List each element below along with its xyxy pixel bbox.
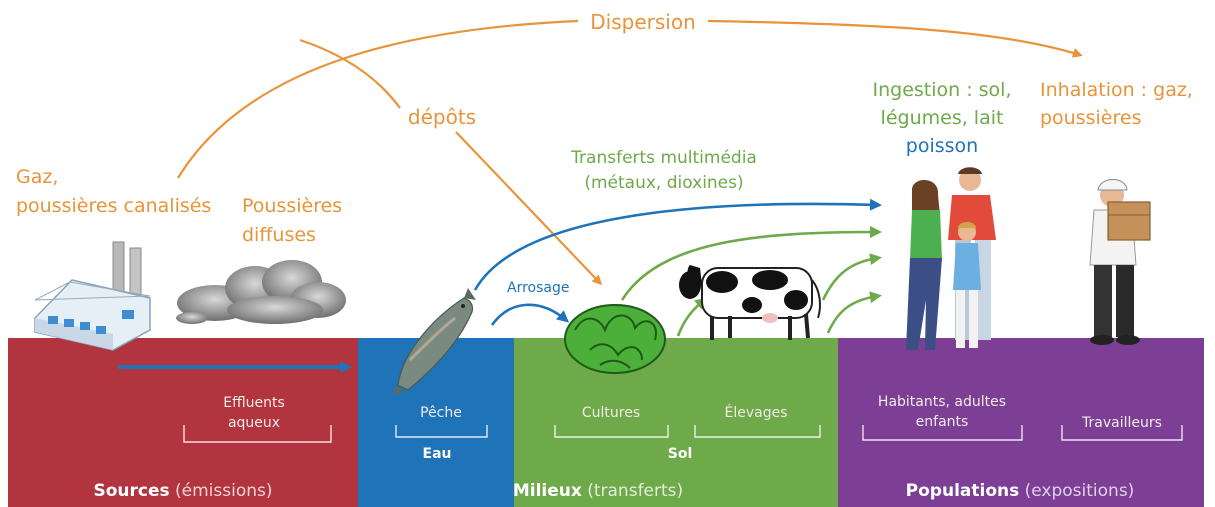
sol-label: Sol <box>668 446 693 462</box>
transferts-label-2: (métaux, dioxines) <box>584 173 743 193</box>
sol-band <box>514 338 838 507</box>
populations-title: Populations (expositions) <box>906 481 1135 501</box>
fish-icon <box>392 288 476 394</box>
dispersion-arc <box>177 19 579 179</box>
habitants-label-1: Habitants, adultes <box>878 394 1006 410</box>
eau-band <box>358 338 514 507</box>
lettuce-icon <box>564 304 666 374</box>
depots-arrow <box>455 131 603 286</box>
sources-title: Sources (émissions) <box>93 481 272 501</box>
ingestion-label-3: poisson <box>906 135 978 157</box>
arrosage-label: Arrosage <box>507 280 569 296</box>
green-flow-to-cow <box>676 297 708 337</box>
ingestion-label-1: Ingestion : sol, <box>872 79 1011 101</box>
arrosage-arrow <box>490 303 570 326</box>
depots-curve <box>299 38 401 109</box>
effluents-label-2: aqueux <box>228 415 280 431</box>
effluents-label-1: Effluents <box>223 395 285 411</box>
travailleurs-label: Travailleurs <box>1081 415 1162 431</box>
brackets <box>183 425 1183 443</box>
eau-label: Eau <box>423 446 452 462</box>
cow-icon <box>679 265 821 340</box>
cultures-label: Cultures <box>582 405 640 421</box>
green-flow-1 <box>620 226 882 301</box>
peche-label: Pêche <box>420 405 462 421</box>
dispersion-arrow <box>707 19 1083 58</box>
dispersion-label: Dispersion <box>590 10 696 34</box>
gaz-label-1: Gaz, <box>16 166 58 188</box>
elevages-label: Élevages <box>724 404 787 421</box>
populations-band <box>838 338 1204 507</box>
poussieres-label-1: Poussières <box>242 195 342 217</box>
inhalation-label-2: poussières <box>1040 107 1141 129</box>
habitants-label-2: enfants <box>916 414 969 430</box>
depots-label: dépôts <box>408 105 476 129</box>
family-icon <box>906 167 996 350</box>
green-flow-2 <box>821 253 882 301</box>
blue-flow-to-populations <box>473 198 882 291</box>
transferts-label-1: Transferts multimédia <box>570 148 757 168</box>
factory-icon <box>34 241 151 351</box>
inhalation-label-1: Inhalation : gaz, <box>1040 79 1193 101</box>
milieux-title: Milieux (transferts) <box>513 481 683 501</box>
ingestion-label-2: légumes, lait <box>881 107 1004 129</box>
gaz-label-2: poussières canalisés <box>16 195 211 217</box>
worker-icon <box>1089 179 1151 345</box>
poussieres-label-2: diffuses <box>242 224 316 246</box>
green-flow-3 <box>826 291 882 334</box>
dust-cloud-icon <box>176 260 346 324</box>
